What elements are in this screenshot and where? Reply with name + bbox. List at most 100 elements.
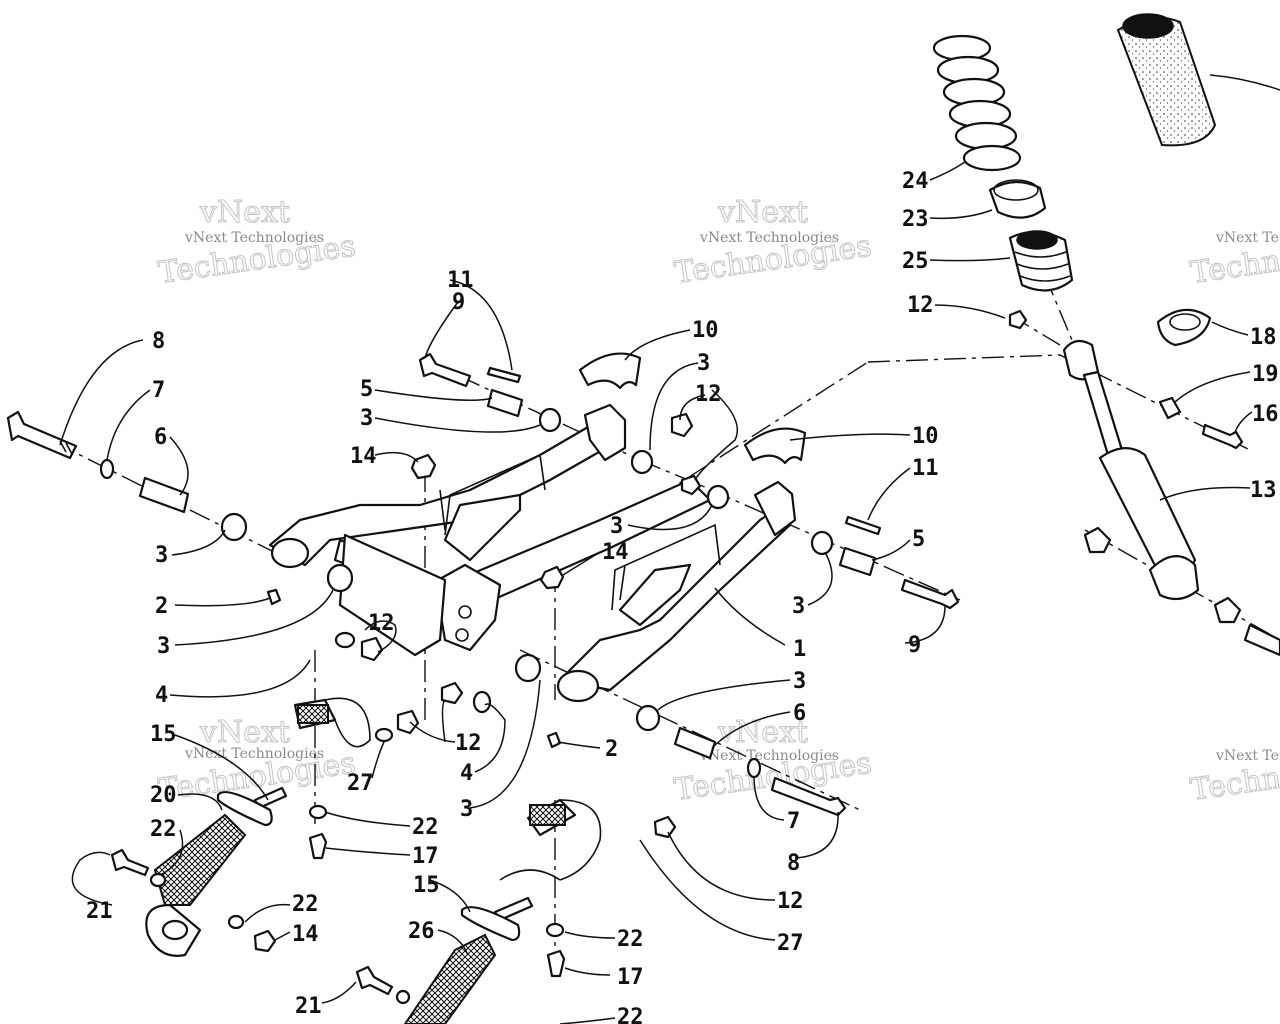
strap-plate xyxy=(338,533,447,657)
callout-26: 26 xyxy=(408,919,435,944)
nut-12-shock xyxy=(1008,309,1028,330)
callout-4: 4 xyxy=(155,683,168,708)
callout-3: 3 xyxy=(610,514,623,539)
callout-labels: 8 7 6 3 2 3 4 15 20 22 21 22 14 11 9 5 3… xyxy=(86,169,1279,1024)
watermark-small: vNext Technologies xyxy=(699,230,839,246)
callout-10: 10 xyxy=(692,318,719,343)
callout-17: 17 xyxy=(412,844,439,869)
watermark-partial-big: Techn xyxy=(1188,244,1280,291)
bolt-21-left xyxy=(110,848,150,877)
callout-11: 11 xyxy=(447,268,474,293)
bushing-3-lower-left xyxy=(326,563,354,593)
nut-12-center xyxy=(440,681,464,705)
watermark-partial-small: vNext Te xyxy=(1215,748,1279,764)
bushing-3-center xyxy=(514,653,542,683)
watermark-group-3: vNext vNext Technologies Technologies xyxy=(156,715,358,809)
washer-22-bottom xyxy=(395,989,411,1005)
nut-12-upper xyxy=(670,412,694,438)
bushing-3-upper-b xyxy=(630,449,654,475)
center-ski-bracket xyxy=(355,653,847,1024)
bolt-17-center xyxy=(546,949,566,978)
left-bracket xyxy=(583,403,627,462)
bolt-lower-shock xyxy=(1243,623,1280,657)
washer-4-center xyxy=(472,690,492,714)
callout-14: 14 xyxy=(292,922,319,947)
watermark-small: vNext Technologies xyxy=(699,748,839,764)
callout-22: 22 xyxy=(150,817,177,842)
callout-3: 3 xyxy=(460,797,473,822)
callout-3: 3 xyxy=(697,351,710,376)
callout-22: 22 xyxy=(617,1005,644,1024)
gusset-right xyxy=(618,563,692,627)
hoop-left xyxy=(439,453,546,536)
callout-4: 4 xyxy=(460,761,473,786)
callout-21: 21 xyxy=(86,899,113,924)
watermark-small: vNext Technologies xyxy=(184,230,324,246)
callout-3: 3 xyxy=(155,543,168,568)
callout-2: 2 xyxy=(155,594,168,619)
callout-25: 25 xyxy=(902,249,929,274)
pin-11-right xyxy=(844,515,882,536)
watermark-partial-small: vNext Te xyxy=(1215,230,1279,246)
washer-22-left xyxy=(149,872,167,888)
bushing-3-right xyxy=(810,530,834,556)
callout-14: 14 xyxy=(602,540,629,565)
left-bolt-assembly xyxy=(6,410,248,542)
bushing-3-lower-right xyxy=(635,704,661,732)
callout-12: 12 xyxy=(368,611,395,636)
nut-14-top xyxy=(410,453,437,480)
washer-22-left-b xyxy=(227,914,245,930)
callout-13: 13 xyxy=(1250,478,1277,503)
bushing-3-left xyxy=(220,512,248,542)
callout-7: 7 xyxy=(152,378,165,403)
callout-22: 22 xyxy=(617,927,644,952)
callout-7: 7 xyxy=(787,809,800,834)
callout-12: 12 xyxy=(777,889,804,914)
callout-14: 14 xyxy=(350,444,377,469)
nut-12-mid xyxy=(680,474,702,496)
bushing-6-left xyxy=(138,476,190,514)
bolt-17-left xyxy=(308,832,328,860)
callout-20: 20 xyxy=(150,783,177,808)
washer-22-mid xyxy=(308,804,328,820)
callout-8: 8 xyxy=(787,851,800,876)
right-arm-pivot xyxy=(556,669,600,703)
callout-19: 19 xyxy=(1252,362,1279,387)
bushing-5-right xyxy=(838,546,877,577)
callout-9: 9 xyxy=(452,290,465,315)
callout-12: 12 xyxy=(695,382,722,407)
callout-21: 21 xyxy=(295,994,322,1019)
spacer-19 xyxy=(1158,396,1182,420)
callout-23: 23 xyxy=(902,207,929,232)
ring-18 xyxy=(1156,308,1212,347)
callout-22: 22 xyxy=(292,892,319,917)
nut-12-left xyxy=(360,636,384,662)
watermark-group-2: vNext vNext Technologies Technologies xyxy=(672,195,874,292)
callout-3: 3 xyxy=(793,669,806,694)
nut-12-lower-left xyxy=(396,709,420,735)
upper-bolt-assembly xyxy=(418,352,960,610)
callout-17: 17 xyxy=(617,965,644,990)
callout-27: 27 xyxy=(347,771,374,796)
nut-14-mid xyxy=(539,565,565,590)
callout-6: 6 xyxy=(154,425,167,450)
cap-10-right xyxy=(743,427,807,465)
watermark-group-1: vNext vNext Technologies Technologies xyxy=(156,195,358,292)
loop-15-center xyxy=(460,906,521,942)
callout-15: 15 xyxy=(150,722,177,747)
nut-12-right-lower xyxy=(653,815,677,839)
bushing-6-right xyxy=(673,726,717,760)
callout-3: 3 xyxy=(792,594,805,619)
callout-27: 27 xyxy=(777,931,804,956)
step-plate-20 xyxy=(153,813,247,906)
callout-6: 6 xyxy=(793,701,806,726)
washer-7-left xyxy=(99,458,115,480)
leader-lines xyxy=(59,161,1253,1024)
callout-3: 3 xyxy=(157,634,170,659)
callout-5: 5 xyxy=(360,377,373,402)
callout-12: 12 xyxy=(907,293,934,318)
callout-18: 18 xyxy=(1250,325,1277,350)
bushing-3-upper xyxy=(538,407,562,433)
left-lower-hardware xyxy=(266,563,384,662)
